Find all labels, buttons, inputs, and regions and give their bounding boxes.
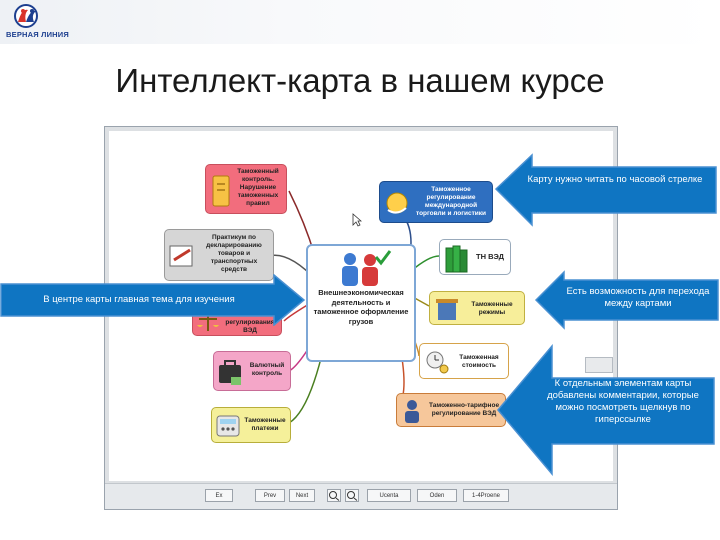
toolbar-dropdown-3[interactable]: 1-4Proene bbox=[463, 489, 509, 502]
node-currency-control-label: Валютный контроль bbox=[249, 362, 285, 377]
node-regulation-label: регулирования ВЭД bbox=[225, 319, 275, 334]
bottom-toolbar: Ex Prev Next Ucenta Oden 1-4Proene bbox=[105, 483, 617, 509]
books-icon bbox=[445, 245, 468, 273]
scroll-thumb[interactable] bbox=[585, 357, 613, 373]
node-practicum-label: Практикум по декларированию товаров и тр… bbox=[206, 234, 262, 273]
node-intl-trade-label: Таможенное регулирование международной т… bbox=[415, 186, 487, 217]
toolbar-button-prev[interactable]: Prev bbox=[255, 489, 285, 502]
callout-arrow-switch-maps bbox=[534, 270, 719, 330]
building-icon bbox=[436, 299, 458, 320]
node-practicum[interactable]: Практикум по декларированию товаров и тр… bbox=[164, 229, 274, 281]
node-customs-control-label: Таможенный контроль. Нарушение таможенны… bbox=[237, 168, 279, 207]
briefcase-icon bbox=[219, 360, 241, 385]
people-icon bbox=[342, 250, 392, 286]
callout-arrow-comments bbox=[497, 344, 715, 476]
node-tariff-regulation[interactable]: Таможенно-тарифное регулирование ВЭД bbox=[396, 393, 506, 427]
toolbar-dropdown-1[interactable]: Ucenta bbox=[367, 489, 411, 502]
center-node-label: Внешнеэкономическая деятельность и тамож… bbox=[313, 288, 409, 326]
callout-switch-maps-text: Есть возможность для перехода между карт… bbox=[566, 286, 710, 309]
node-tn-ved-label: ТН ВЭД bbox=[476, 252, 504, 261]
node-customs-payments[interactable]: Таможенные платежи bbox=[211, 407, 291, 443]
document-icon bbox=[212, 175, 230, 207]
zoom-in-button[interactable] bbox=[327, 489, 341, 502]
toolbar-button-next[interactable]: Next bbox=[289, 489, 315, 502]
node-customs-value-label: Таможенная стоимость bbox=[459, 354, 499, 369]
logo: ВЕРНАЯ ЛИНИЯ bbox=[4, 2, 69, 40]
logo-icon bbox=[14, 4, 38, 28]
zoom-out-icon bbox=[347, 491, 358, 501]
node-customs-regimes-label: Таможенные режимы bbox=[471, 301, 513, 316]
node-customs-payments-label: Таможенные платежи bbox=[244, 417, 286, 432]
node-currency-control[interactable]: Валютный контроль bbox=[213, 351, 291, 391]
calculator-icon bbox=[216, 415, 240, 437]
person-icon bbox=[405, 400, 419, 423]
callout-arrow-center-topic bbox=[0, 274, 306, 326]
callout-comments-text: К отдельным элементам карты добавлены ко… bbox=[547, 378, 699, 425]
cursor-icon bbox=[352, 213, 362, 227]
header-bar bbox=[0, 0, 720, 44]
logo-text: ВЕРНАЯ ЛИНИЯ bbox=[6, 30, 69, 39]
node-customs-control[interactable]: Таможенный контроль. Нарушение таможенны… bbox=[205, 164, 287, 214]
paperwork-icon bbox=[169, 245, 193, 267]
toolbar-button-exit[interactable]: Ex bbox=[205, 489, 233, 502]
callout-clockwise-text: Карту нужно читать по часовой стрелке bbox=[527, 174, 703, 185]
clock-coins-icon bbox=[426, 351, 449, 374]
node-tn-ved[interactable]: ТН ВЭД bbox=[439, 239, 511, 275]
center-node[interactable]: Внешнеэкономическая деятельность и тамож… bbox=[306, 244, 416, 362]
node-intl-trade[interactable]: Таможенное регулирование международной т… bbox=[379, 181, 493, 223]
globe-hand-icon bbox=[386, 192, 408, 214]
node-tariff-regulation-label: Таможенно-тарифное регулирование ВЭД bbox=[428, 402, 500, 417]
slide-title: Интеллект-карта в нашем курсе bbox=[115, 62, 605, 99]
callout-arrow-clockwise bbox=[494, 153, 717, 227]
zoom-out-button[interactable] bbox=[345, 489, 359, 502]
toolbar-dropdown-2[interactable]: Oden bbox=[417, 489, 457, 502]
callout-center-topic-text: В центре карты главная тема для изучения bbox=[43, 294, 235, 305]
node-customs-value[interactable]: Таможенная стоимость bbox=[419, 343, 509, 379]
node-customs-regimes[interactable]: Таможенные режимы bbox=[429, 291, 525, 325]
zoom-in-icon bbox=[329, 491, 340, 501]
